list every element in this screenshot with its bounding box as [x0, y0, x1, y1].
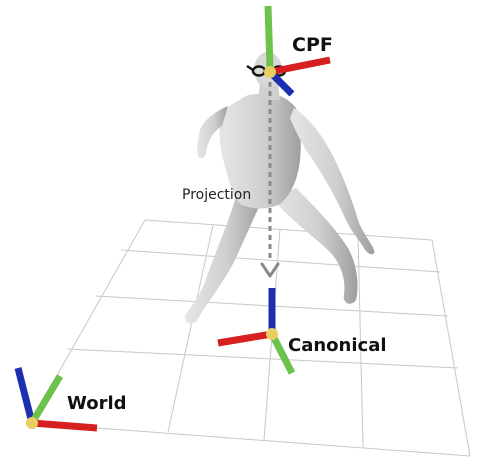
- coordinate-axes-icon: [218, 288, 292, 373]
- world-label: World: [67, 393, 127, 414]
- canonical-x-axis: [218, 334, 272, 343]
- grid-line: [67, 349, 458, 368]
- cpf-y-axis: [268, 6, 270, 68]
- cpf-origin: [264, 66, 276, 78]
- world-x-axis: [32, 423, 97, 428]
- canonical-origin: [266, 328, 278, 340]
- world-z-axis: [18, 368, 32, 423]
- grid-line: [145, 220, 432, 240]
- projection-label: Projection: [182, 187, 251, 203]
- world-origin: [26, 417, 38, 429]
- grid-line: [121, 250, 440, 272]
- grid-line: [168, 225, 213, 432]
- canonical-label: Canonical: [288, 335, 387, 356]
- cpf-label: CPF: [292, 34, 333, 56]
- world-y-axis: [32, 376, 60, 423]
- grid-line: [432, 240, 470, 456]
